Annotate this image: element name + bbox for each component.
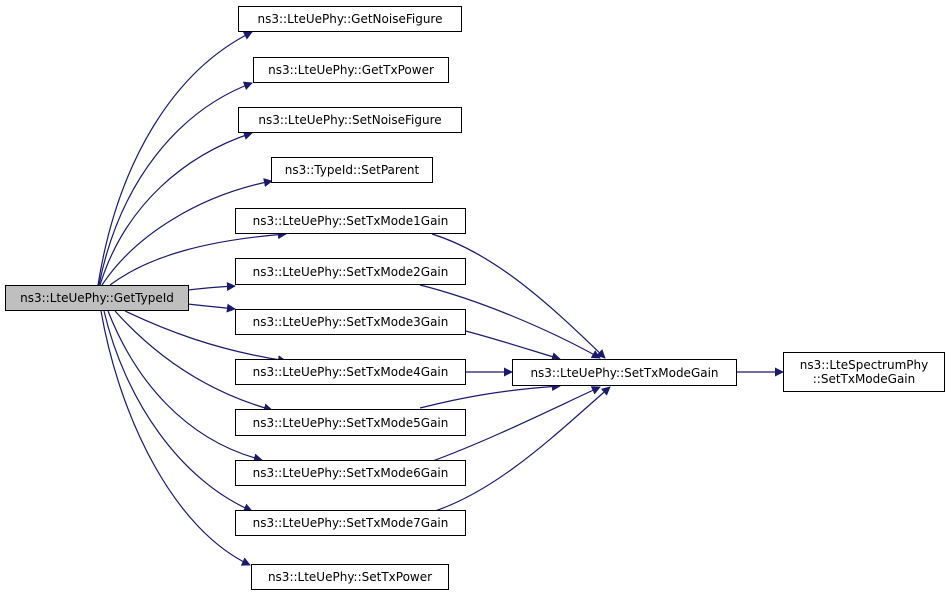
edge-mode1-set-tx-mode-gain [431,233,606,359]
node-set-tx-mode5-gain[interactable]: ns3::LteUePhy::SetTxMode5Gain [235,409,466,436]
node-get-type-id: ns3::LteUePhy::GetTypeId [5,285,189,311]
node-set-tx-mode3-gain-label: ns3::LteUePhy::SetTxMode3Gain [252,315,449,329]
edge-root-set-tx-mode7-gain [103,310,253,512]
node-set-tx-mode-gain-label: ns3::LteUePhy::SetTxModeGain [530,365,719,380]
node-set-tx-mode4-gain[interactable]: ns3::LteUePhy::SetTxMode4Gain [235,359,466,385]
edge-root-set-tx-mode3-gain [187,303,236,313]
node-spectrum-label-line2: ::SetTxModeGain [812,372,916,386]
edge-mode5-set-tx-mode-gain [419,382,561,409]
node-set-tx-mode-gain[interactable]: ns3::LteUePhy::SetTxModeGain [512,359,737,386]
node-set-tx-mode1-gain-label: ns3::LteUePhy::SetTxMode1Gain [252,214,449,228]
node-set-tx-mode3-gain[interactable]: ns3::LteUePhy::SetTxMode3Gain [235,309,466,335]
node-get-noise-figure[interactable]: ns3::LteUePhy::GetNoiseFigure [238,6,462,32]
node-set-tx-mode6-gain-label: ns3::LteUePhy::SetTxMode6Gain [252,466,449,480]
node-get-noise-figure-label: ns3::LteUePhy::GetNoiseFigure [257,12,443,26]
node-set-tx-mode5-gain-label: ns3::LteUePhy::SetTxMode5Gain [252,415,449,430]
edge-root-set-parent [101,178,273,286]
edge-root-set-tx-mode6-gain [107,310,263,463]
node-set-parent[interactable]: ns3::TypeId::SetParent [271,157,433,183]
node-get-type-id-label: ns3::LteUePhy::GetTypeId [20,291,174,305]
node-set-parent-label: ns3::TypeId::SetParent [284,163,420,177]
edge-root-set-tx-mode5-gain [114,310,273,413]
edge-root-get-tx-power [98,81,253,286]
node-spectrum-label-line1: ns3::LteSpectrumPhy [799,358,929,372]
node-set-tx-mode7-gain-label: ns3::LteUePhy::SetTxMode7Gain [252,516,449,530]
node-set-tx-mode1-gain[interactable]: ns3::LteUePhy::SetTxMode1Gain [235,208,466,234]
edge-root-set-noise-figure [99,131,253,286]
edge-root-set-tx-mode4-gain [124,310,287,365]
node-set-tx-power-label: ns3::LteUePhy::SetTxPower [267,570,433,584]
node-spectrum-set-tx-mode-gain[interactable]: ns3::LteSpectrumPhy ::SetTxModeGain [783,352,945,392]
edge-root-set-tx-mode2-gain [187,281,236,291]
edge-mode3-set-tx-mode-gain [461,329,561,361]
node-set-tx-mode6-gain[interactable]: ns3::LteUePhy::SetTxMode6Gain [235,460,466,486]
edge-root-get-noise-figure [97,31,253,286]
node-get-tx-power[interactable]: ns3::LteUePhy::GetTxPower [253,57,449,83]
node-set-tx-mode2-gain[interactable]: ns3::LteUePhy::SetTxMode2Gain [235,258,466,285]
edge-root-set-tx-power [100,310,251,566]
node-set-noise-figure-label: ns3::LteUePhy::SetNoiseFigure [258,113,442,127]
edge-mode2-set-tx-mode-gain [419,284,601,359]
node-set-tx-mode2-gain-label: ns3::LteUePhy::SetTxMode2Gain [252,264,449,279]
edge-mode7-set-tx-mode-gain [431,386,611,513]
node-set-tx-power[interactable]: ns3::LteUePhy::SetTxPower [251,564,449,590]
edge-mode6-set-tx-mode-gain [429,386,601,463]
node-get-tx-power-label: ns3::LteUePhy::GetTxPower [268,63,434,77]
node-set-tx-mode4-gain-label: ns3::LteUePhy::SetTxMode4Gain [252,365,449,379]
edge-root-set-tx-mode1-gain [109,230,287,286]
node-set-tx-mode7-gain[interactable]: ns3::LteUePhy::SetTxMode7Gain [235,510,466,536]
node-set-noise-figure[interactable]: ns3::LteUePhy::SetNoiseFigure [238,107,462,133]
